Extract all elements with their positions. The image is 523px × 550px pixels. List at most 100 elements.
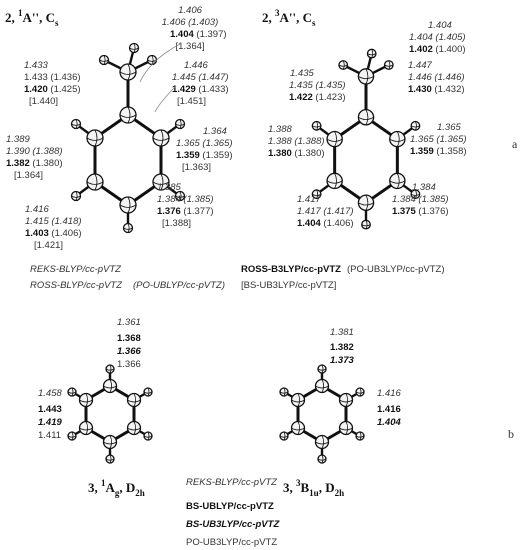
svg-text:1.416: 1.416 xyxy=(377,388,401,399)
svg-text:[1.364]: [1.364] xyxy=(14,170,43,181)
title-2-triplet: 2, 3A'', Cs xyxy=(262,8,316,28)
carbon-atom xyxy=(357,68,375,85)
mol-3-triplet xyxy=(279,364,365,464)
methods-2t: ROSS-B3LYP/cc-pVTZ (PO-UB3LYP/cc-pVTZ) [… xyxy=(241,264,444,291)
carbon-atom xyxy=(338,420,354,436)
svg-text:1.389: 1.389 xyxy=(6,134,30,145)
hydrogen-atom xyxy=(366,48,377,59)
hydrogen-atom xyxy=(67,387,77,397)
svg-text:1.417 (1.417): 1.417 (1.417) xyxy=(297,206,354,217)
carbon-atom xyxy=(86,173,104,191)
panel-label-a: a xyxy=(512,137,518,151)
svg-text:1.422 (1.423): 1.422 (1.423) xyxy=(289,92,346,103)
hydrogen-atom xyxy=(143,431,153,441)
svg-text:1.382 (1.380): 1.382 (1.380) xyxy=(6,158,63,169)
svg-text:1.411: 1.411 xyxy=(38,430,61,441)
title-3-singlet: 3, 1Ag, D2h xyxy=(88,478,145,498)
svg-text:1.366: 1.366 xyxy=(117,346,141,357)
svg-text:1.458: 1.458 xyxy=(38,388,62,399)
svg-text:1.384 (1.385): 1.384 (1.385) xyxy=(157,194,214,205)
svg-text:1.366: 1.366 xyxy=(117,359,141,370)
hydrogen-atom xyxy=(70,118,82,130)
carbon-atom xyxy=(126,392,142,408)
svg-text:PO-UB3LYP/cc-pVTZ: PO-UB3LYP/cc-pVTZ xyxy=(186,537,277,548)
hydrogen-atom xyxy=(338,60,349,70)
label-r-2s: 1.364 1.365 (1.365) 1.359 (1.359) [1.363… xyxy=(176,126,233,173)
carbon-atom xyxy=(102,434,118,450)
carbon-atom xyxy=(78,420,94,436)
svg-text:1.403 (1.406): 1.403 (1.406) xyxy=(25,228,82,239)
svg-text:BS-UB3LYP/cc-pVTZ: BS-UB3LYP/cc-pVTZ xyxy=(186,519,280,530)
carbon-atom xyxy=(389,172,406,190)
hydrogen-atom xyxy=(70,190,82,202)
svg-text:1.406: 1.406 xyxy=(178,5,202,16)
carbon-atom xyxy=(126,420,142,436)
svg-text:1.420 (1.425): 1.420 (1.425) xyxy=(24,84,81,95)
svg-text:1.380 (1.380): 1.380 (1.380) xyxy=(268,148,325,159)
hydrogen-atom xyxy=(146,54,158,66)
methods-3: REKS-BLYP/cc-pVTZ BS-UBLYP/cc-pVTZ BS-UB… xyxy=(186,477,280,548)
svg-text:ROSS-B3LYP/cc-pVTZ: ROSS-B3LYP/cc-pVTZ xyxy=(241,264,341,275)
svg-text:1.402 (1.400): 1.402 (1.400) xyxy=(409,44,466,55)
carbon-atom xyxy=(102,378,118,394)
hydrogen-atom xyxy=(67,431,77,441)
mol-3-singlet xyxy=(67,364,153,464)
label-ul-2s: 1.433 1.433 (1.436) 1.420 (1.425) [1.440… xyxy=(24,60,81,107)
svg-text:1.435: 1.435 xyxy=(290,68,314,79)
label-top-3t: 1.381 1.382 1.373 xyxy=(330,327,354,366)
svg-text:1.368: 1.368 xyxy=(117,333,141,344)
svg-text:[BS-UB3LYP/cc-pVTZ]: [BS-UB3LYP/cc-pVTZ] xyxy=(241,280,336,291)
svg-text:1.376 (1.377): 1.376 (1.377) xyxy=(157,206,214,217)
label-ul-2t: 1.435 1.435 (1.435) 1.422 (1.423) xyxy=(289,68,346,103)
carbon-atom xyxy=(357,194,375,211)
label-lr-2s: 1.385 1.384 (1.385) 1.376 (1.377) [1.388… xyxy=(157,182,214,229)
svg-text:1.365 (1.365): 1.365 (1.365) xyxy=(410,134,467,145)
title-3-triplet: 3, 3B1u, D2h xyxy=(283,478,344,498)
carbon-atom xyxy=(119,63,137,81)
label-l-2t: 1.388 1.388 (1.388) 1.380 (1.380) xyxy=(268,124,325,159)
svg-text:[1.451]: [1.451] xyxy=(177,96,206,107)
svg-text:1.430 (1.432): 1.430 (1.432) xyxy=(408,84,465,95)
carbon-atom xyxy=(338,392,354,408)
svg-text:1.406 (1.403): 1.406 (1.403) xyxy=(162,17,219,28)
svg-text:1.445 (1.447): 1.445 (1.447) xyxy=(172,72,229,83)
leader-top-2s xyxy=(139,43,181,83)
svg-text:1.415 (1.418): 1.415 (1.418) xyxy=(25,216,82,227)
svg-text:1.365: 1.365 xyxy=(437,122,461,133)
hydrogen-atom xyxy=(143,387,153,397)
svg-text:1.417: 1.417 xyxy=(297,194,321,205)
carbon-atom xyxy=(326,130,343,148)
carbon-atom xyxy=(326,172,343,190)
label-l-2s: 1.389 1.390 (1.388) 1.382 (1.380) [1.364… xyxy=(6,134,63,181)
svg-text:1.388 (1.388): 1.388 (1.388) xyxy=(268,136,325,147)
svg-text:[1.421]: [1.421] xyxy=(34,240,63,251)
svg-text:ROSS-BLYP/cc-pVTZ: ROSS-BLYP/cc-pVTZ xyxy=(30,280,123,291)
svg-text:1.384: 1.384 xyxy=(412,182,436,193)
hydrogen-atom xyxy=(174,118,186,130)
svg-text:1.381: 1.381 xyxy=(330,327,354,338)
carbon-atom xyxy=(78,392,94,408)
svg-text:1.404 (1.406): 1.404 (1.406) xyxy=(297,218,354,229)
svg-text:1.404 (1.405): 1.404 (1.405) xyxy=(409,32,466,43)
hydrogen-atom xyxy=(128,42,140,54)
hydrogen-atom xyxy=(105,454,115,464)
svg-text:1.433 (1.436): 1.433 (1.436) xyxy=(24,72,81,83)
svg-text:(PO-UBLYP/cc-pVTZ): (PO-UBLYP/cc-pVTZ) xyxy=(133,280,225,291)
hydrogen-atom xyxy=(98,54,110,66)
svg-text:1.361: 1.361 xyxy=(117,317,141,328)
carbon-atom xyxy=(314,434,330,450)
svg-text:1.429 (1.433): 1.429 (1.433) xyxy=(172,84,229,95)
hydrogen-atom xyxy=(383,60,394,70)
hydrogen-atom xyxy=(311,120,322,131)
hydrogen-atom xyxy=(355,387,365,397)
title-2-singlet: 2, 1A'', Cs xyxy=(5,8,59,28)
svg-text:1.416: 1.416 xyxy=(377,404,401,415)
hydrogen-atom xyxy=(361,219,371,230)
svg-text:1.404 (1.397): 1.404 (1.397) xyxy=(170,29,227,40)
svg-text:1.365 (1.365): 1.365 (1.365) xyxy=(176,138,233,149)
label-ur-2s: 1.446 1.445 (1.447) 1.429 (1.433) [1.451… xyxy=(172,60,229,107)
svg-text:1.446 (1.446): 1.446 (1.446) xyxy=(408,72,465,83)
carbon-atom xyxy=(119,106,137,124)
carbon-atom xyxy=(290,420,306,436)
svg-text:1.443: 1.443 xyxy=(38,404,62,415)
